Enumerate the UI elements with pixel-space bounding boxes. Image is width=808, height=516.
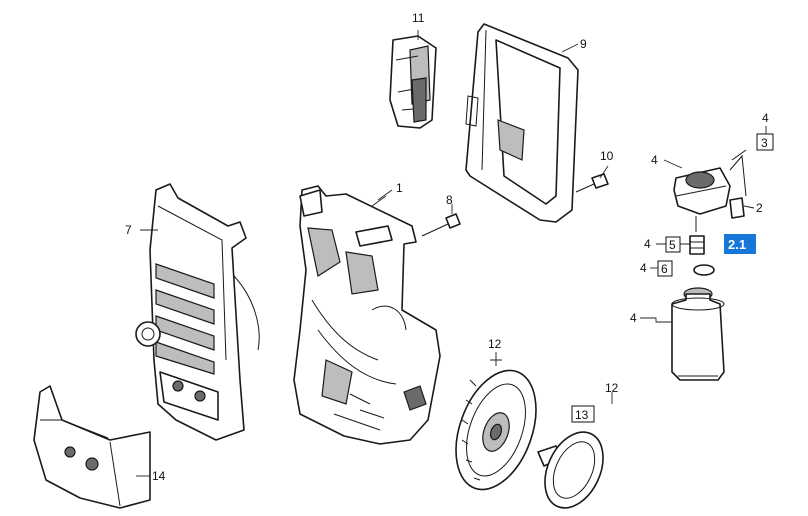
part-8-screw bbox=[421, 213, 461, 237]
callout-12-hub: 12 bbox=[605, 381, 619, 395]
callout-13: 13 bbox=[575, 408, 589, 422]
detergent-cap bbox=[673, 149, 747, 219]
callout-2: 2 bbox=[756, 201, 763, 215]
callout-1: 1 bbox=[396, 181, 403, 195]
detergent-bottle bbox=[671, 287, 725, 381]
callout-5: 5 bbox=[669, 238, 676, 252]
callout-10: 10 bbox=[600, 149, 614, 163]
callout-12-wheel: 12 bbox=[488, 337, 502, 351]
callout-11: 11 bbox=[412, 11, 425, 25]
callout-labels: 11 9 10 1 8 7 12 12 13 14 4 4 3 2 2.1 4 … bbox=[125, 11, 774, 483]
part-1-main-housing bbox=[293, 185, 441, 445]
part-13-hub bbox=[537, 431, 604, 509]
callout-4-bottle: 4 bbox=[630, 311, 637, 325]
callout-2-1-highlight bbox=[724, 234, 756, 254]
part-7-front-panel bbox=[135, 183, 260, 441]
nozzle-and-oring bbox=[689, 216, 715, 276]
callout-4-cap: 4 bbox=[651, 153, 658, 167]
part-9-rear-frame bbox=[465, 23, 579, 223]
callout-6: 6 bbox=[661, 262, 668, 276]
part-10-screw bbox=[575, 173, 609, 193]
callout-3-box bbox=[756, 133, 774, 151]
part-12-wheel bbox=[455, 369, 537, 491]
part-11-holder bbox=[389, 35, 437, 129]
callout-4-oring: 4 bbox=[640, 261, 647, 275]
callout-9: 9 bbox=[580, 37, 587, 51]
callout-8: 8 bbox=[446, 193, 453, 207]
callout-14: 14 bbox=[152, 469, 166, 483]
part-14-cover bbox=[33, 385, 151, 509]
callout-4-nozzle: 4 bbox=[644, 237, 651, 251]
callout-5-box bbox=[665, 236, 681, 253]
callout-4-top: 4 bbox=[762, 111, 769, 125]
callout-2-1: 2.1 bbox=[728, 237, 746, 252]
callout-7: 7 bbox=[125, 223, 132, 237]
callout-3: 3 bbox=[761, 136, 768, 150]
callout-13-box bbox=[571, 405, 595, 423]
callout-6-box bbox=[657, 260, 673, 277]
leader-lines bbox=[136, 30, 767, 477]
